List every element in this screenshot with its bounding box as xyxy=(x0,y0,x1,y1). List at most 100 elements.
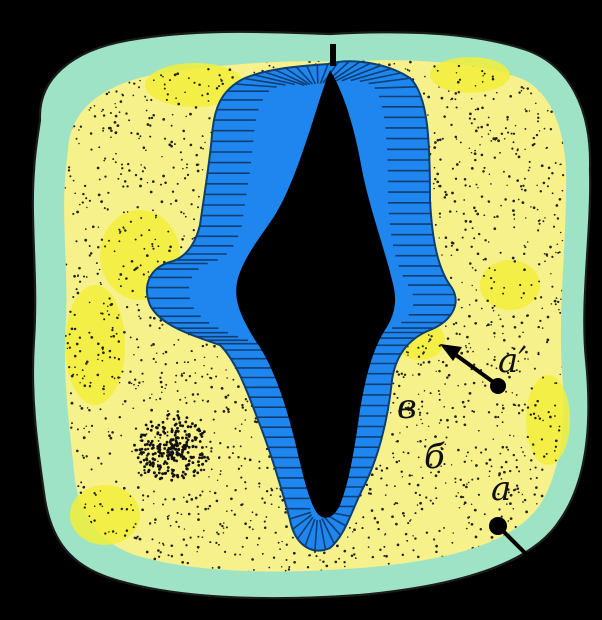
stipple-dot xyxy=(172,191,174,193)
stipple-dot xyxy=(439,393,441,395)
stipple-dot xyxy=(99,178,101,180)
stipple-dot xyxy=(539,219,541,221)
stipple-dot xyxy=(500,252,502,254)
stipple-dot xyxy=(185,116,187,118)
stipple-dot xyxy=(493,310,495,312)
stipple-dot xyxy=(143,273,145,275)
stipple-dot xyxy=(472,227,474,229)
stipple-dot xyxy=(114,378,116,380)
stipple-dot xyxy=(161,386,163,388)
stipple-dot xyxy=(197,513,199,515)
stipple-dot xyxy=(167,469,170,472)
stipple-dot xyxy=(231,76,234,79)
stipple-dot xyxy=(178,339,180,341)
stipple-dot xyxy=(163,447,166,450)
stipple-dot xyxy=(543,551,544,552)
stipple-dot xyxy=(67,342,69,344)
stipple-dot xyxy=(482,170,485,173)
stipple-dot xyxy=(343,550,346,553)
stipple-dot xyxy=(395,523,398,526)
stipple-dot xyxy=(150,420,153,423)
stipple-dot xyxy=(84,506,86,508)
stipple-dot xyxy=(165,351,168,354)
stipple-dot xyxy=(392,402,394,404)
stipple-dot xyxy=(464,325,466,327)
stipple-dot xyxy=(438,530,440,532)
stipple-dot xyxy=(424,390,426,392)
stipple-dot xyxy=(355,522,357,524)
stipple-dot xyxy=(153,458,156,461)
stipple-dot xyxy=(560,374,561,375)
stipple-dot xyxy=(86,455,88,457)
stipple-dot xyxy=(507,449,509,451)
stipple-dot xyxy=(223,522,225,524)
stipple-dot xyxy=(151,447,154,450)
stipple-dot xyxy=(557,301,559,303)
stipple-dot xyxy=(555,382,557,384)
stipple-dot xyxy=(101,239,103,241)
stipple-dot xyxy=(536,503,538,505)
stipple-dot xyxy=(112,335,115,338)
stipple-dot xyxy=(107,310,109,312)
stipple-dot xyxy=(419,414,421,416)
stipple-dot xyxy=(149,324,151,326)
stipple-dot xyxy=(110,129,113,132)
stipple-dot xyxy=(166,462,169,465)
stipple-dot xyxy=(535,550,537,552)
stipple-dot xyxy=(116,317,118,319)
stipple-dot xyxy=(76,450,79,453)
stipple-dot xyxy=(490,130,492,132)
stipple-dot xyxy=(402,476,403,477)
stipple-dot xyxy=(258,467,260,469)
stipple-dot xyxy=(119,382,120,383)
stipple-dot xyxy=(101,346,104,349)
stipple-dot xyxy=(546,341,548,343)
stipple-dot xyxy=(501,133,503,135)
stipple-dot xyxy=(76,288,78,290)
stipple-dot xyxy=(132,509,134,511)
stipple-dot xyxy=(474,322,477,325)
stipple-dot xyxy=(475,446,477,448)
stipple-dot xyxy=(150,191,153,194)
stipple-dot xyxy=(557,217,559,219)
stipple-dot xyxy=(418,408,420,410)
stipple-dot xyxy=(69,311,71,313)
arrow-dot xyxy=(489,517,507,535)
stipple-dot xyxy=(554,300,557,303)
stipple-dot xyxy=(128,381,131,384)
stipple-dot xyxy=(403,451,405,453)
stipple-dot xyxy=(241,404,243,406)
stipple-dot xyxy=(251,436,253,438)
stipple-dot xyxy=(417,484,420,487)
stipple-dot xyxy=(191,439,194,442)
stipple-dot xyxy=(485,448,487,450)
stipple-dot xyxy=(118,358,120,360)
stipple-dot xyxy=(476,213,479,216)
stipple-dot xyxy=(334,561,337,564)
stipple-dot xyxy=(490,140,492,142)
stipple-dot xyxy=(471,98,473,100)
stipple-dot xyxy=(108,531,110,533)
stipple-dot xyxy=(403,376,405,378)
stipple-dot xyxy=(211,468,213,470)
stipple-dot xyxy=(161,392,163,394)
stipple-dot xyxy=(239,430,241,432)
stipple-dot xyxy=(74,192,76,194)
stipple-dot xyxy=(74,328,76,330)
stipple-dot xyxy=(352,531,353,532)
stipple-dot xyxy=(106,93,109,96)
stipple-dot xyxy=(210,450,212,452)
stipple-dot xyxy=(80,126,82,128)
stipple-dot xyxy=(459,161,461,163)
stipple-dot xyxy=(538,280,540,282)
stipple-dot xyxy=(89,302,91,304)
stipple-dot xyxy=(134,537,136,539)
stipple-dot xyxy=(483,259,485,261)
stipple-dot xyxy=(146,462,149,465)
stipple-dot xyxy=(505,461,508,464)
stipple-dot xyxy=(518,199,520,201)
stipple-dot xyxy=(131,290,133,292)
stipple-dot xyxy=(275,532,277,534)
